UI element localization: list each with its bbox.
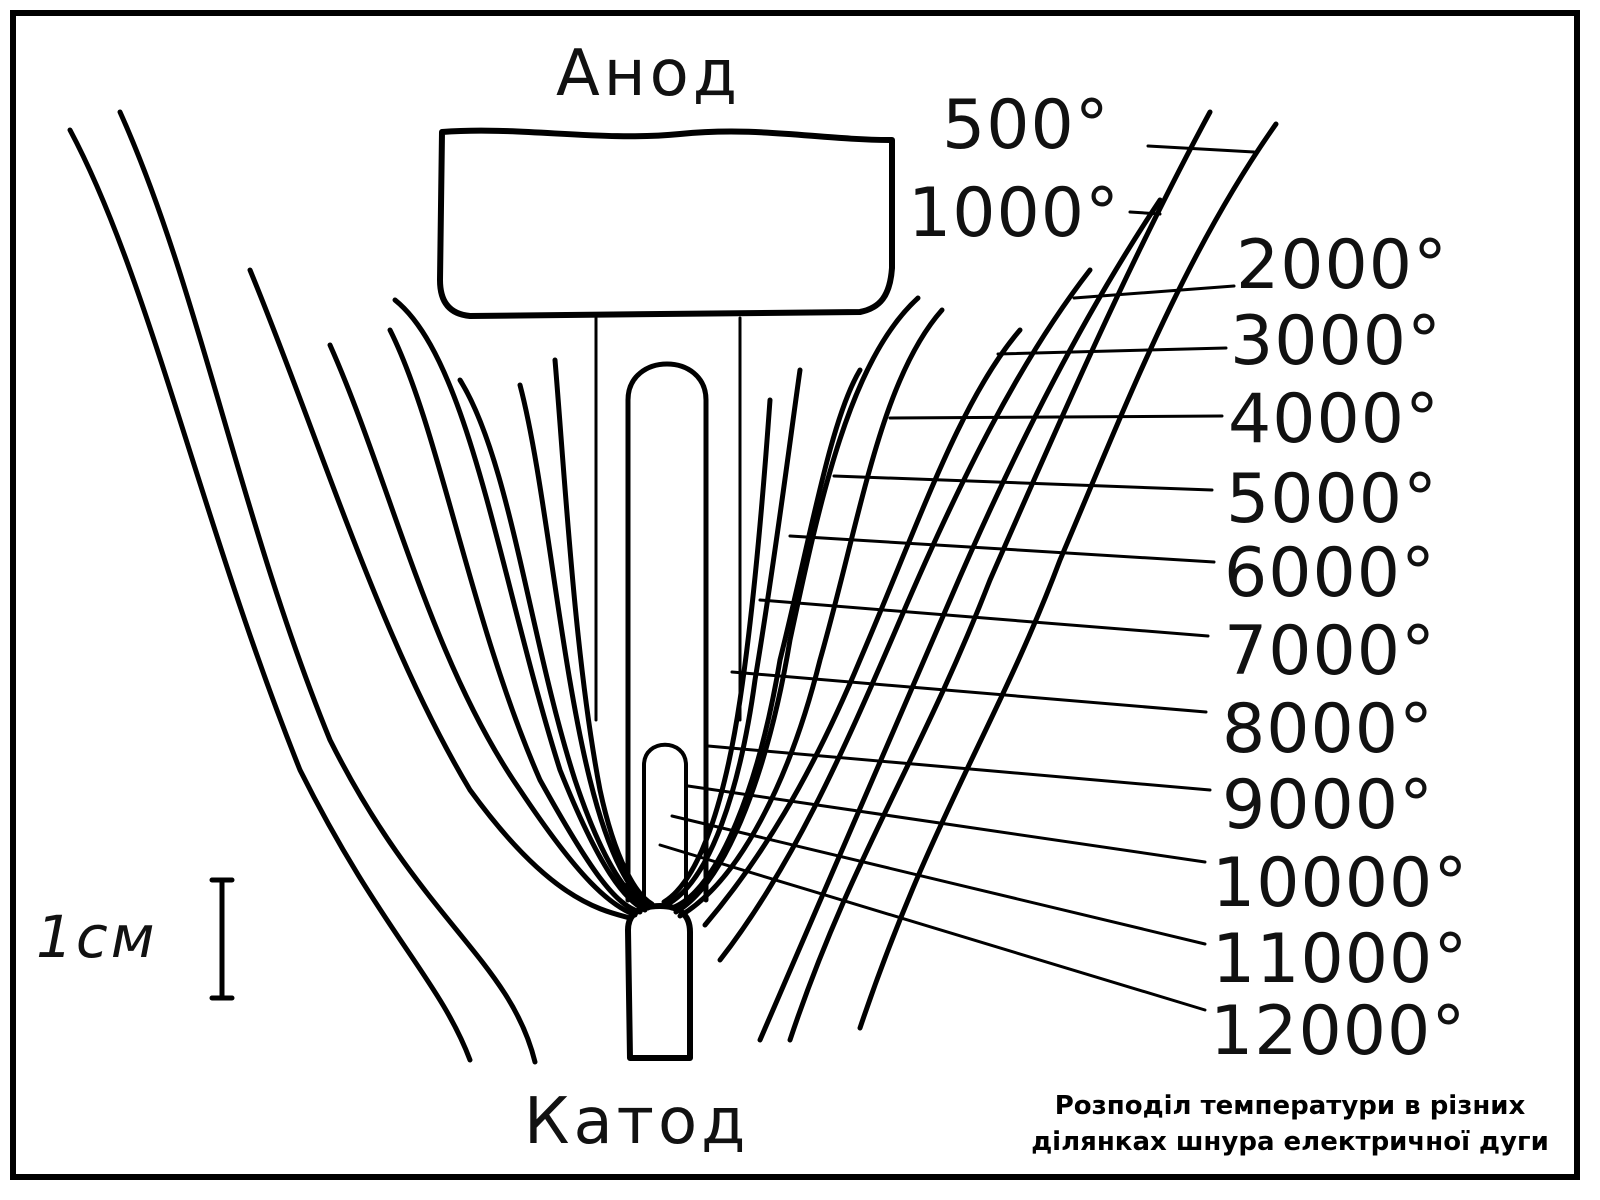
- arc-core: [625, 361, 709, 903]
- temp-label-6000: 6000°: [1224, 534, 1437, 613]
- isotherms-left: [67, 109, 655, 1065]
- temp-label-12000: 12000°: [1210, 992, 1467, 1071]
- temp-label-5000: 5000°: [1226, 460, 1439, 539]
- temp-label-11000: 11000°: [1212, 920, 1469, 999]
- temp-label-2000: 2000°: [1236, 226, 1449, 305]
- caption-line-1: Розподіл температури в різних: [1054, 1091, 1526, 1121]
- anode-label: Анод: [556, 37, 742, 111]
- scale-bar: [209, 877, 235, 1001]
- caption-line-2: ділянках шнура електричної дуги: [1031, 1127, 1549, 1157]
- cathode-label: Катод: [524, 1085, 750, 1159]
- temp-label-7000: 7000°: [1224, 612, 1437, 691]
- caption: Розподіл температури в різних ділянках ш…: [1020, 1088, 1560, 1160]
- temp-label-500: 500°: [942, 86, 1110, 165]
- anode-electrode: [437, 127, 895, 319]
- temp-label-3000: 3000°: [1230, 302, 1443, 381]
- arc-inner-core: [642, 742, 688, 902]
- cathode-electrode: [625, 903, 693, 1061]
- scale-label: 1см: [36, 903, 158, 971]
- temp-label-8000: 8000°: [1222, 690, 1435, 769]
- isotherms-right: [661, 109, 1279, 1043]
- temp-label-4000: 4000°: [1228, 380, 1441, 459]
- leader-lines: [658, 144, 1256, 1012]
- temp-label-9000: 9000°: [1222, 766, 1435, 845]
- temp-label-1000: 1000°: [908, 174, 1121, 253]
- temp-label-10000: 10000°: [1212, 844, 1469, 923]
